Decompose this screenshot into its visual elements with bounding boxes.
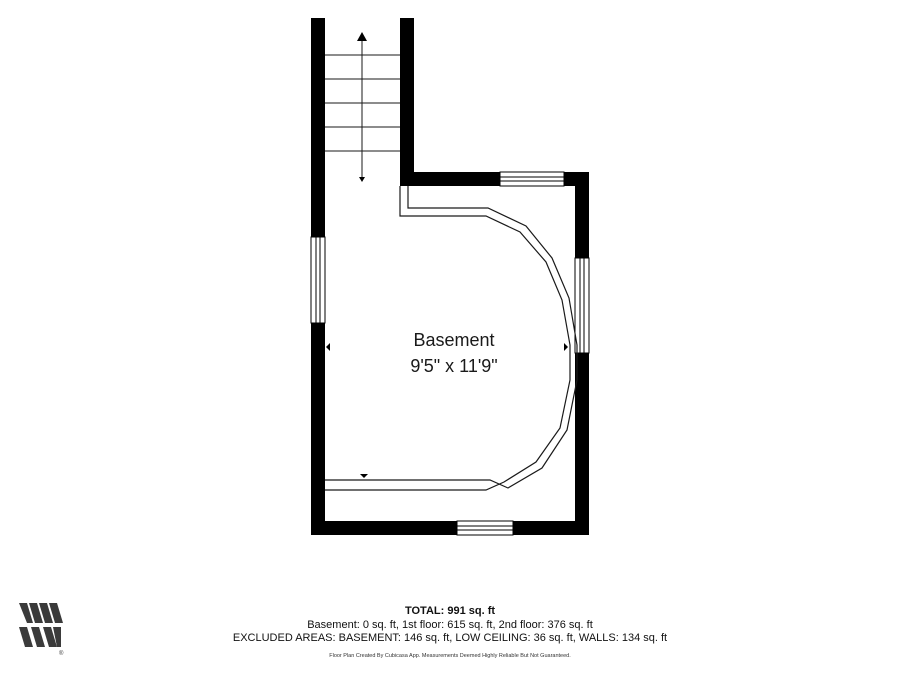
stair-tail-marker-icon <box>359 177 365 182</box>
excluded-areas: EXCLUDED AREAS: BASEMENT: 146 sq. ft, LO… <box>232 632 668 644</box>
room-name: Basement <box>413 330 495 350</box>
total-area: TOTAL: 991 sq. ft <box>404 605 496 617</box>
window-bottom <box>456 520 514 536</box>
dimension-marker-left-icon <box>326 343 330 351</box>
curved-ledge <box>325 186 578 491</box>
window-top <box>499 171 565 187</box>
disclaimer: Floor Plan Created By Cubicasa App. Meas… <box>329 653 571 659</box>
windows <box>310 171 590 536</box>
window-right <box>574 257 590 354</box>
walls <box>311 18 589 535</box>
wall-stair-right <box>400 18 414 186</box>
brand-logo-icon: ® <box>19 603 64 657</box>
staircase <box>325 40 400 180</box>
wall-bottom <box>311 521 589 535</box>
dimension-marker-right-icon <box>564 343 568 351</box>
window-left <box>310 236 326 324</box>
room-dimensions: 9'5" x 11'9" <box>410 356 498 376</box>
stair-up-arrow-icon <box>357 32 367 41</box>
floor-breakdown: Basement: 0 sq. ft, 1st floor: 615 sq. f… <box>307 619 593 631</box>
registered-mark: ® <box>59 650 64 657</box>
dimension-marker-bottom-icon <box>360 474 368 478</box>
